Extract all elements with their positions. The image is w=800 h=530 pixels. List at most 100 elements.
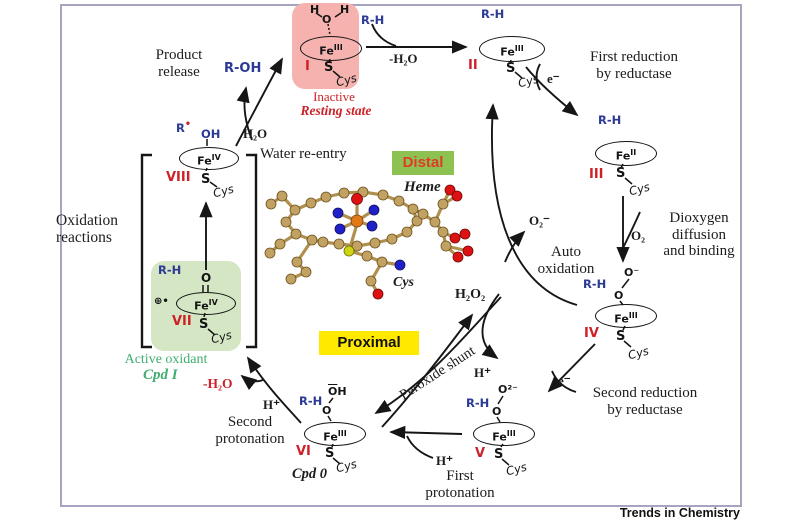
water-loss-label: -H₂O <box>389 51 418 66</box>
product-r-oh-label: R-OH <box>224 61 262 76</box>
hydroperoxo-oh: OH <box>328 385 347 398</box>
cys-residue-label: Cys <box>393 275 414 290</box>
radical-dot: • <box>184 119 191 130</box>
substrate-label: R-H <box>481 7 505 21</box>
sulfur-label: S <box>325 446 335 461</box>
porphyrin-radical-cation: ⊕• <box>154 296 169 307</box>
distal-oxygen-mid: O <box>614 289 624 302</box>
fe-symbol: Fe <box>615 149 631 163</box>
auto-line1: Auto <box>551 244 581 260</box>
substrate-label: R-H <box>299 394 323 408</box>
second-reduction-line2: by reductase <box>607 401 683 418</box>
species-numeral: VIII <box>166 170 191 185</box>
fe-ellipse: FeIII <box>300 36 362 61</box>
fe-symbol: Fe <box>500 45 515 59</box>
first-protonation-line2: protonation <box>425 484 495 501</box>
distal-oxygen-mid: O <box>322 404 332 417</box>
superoxide-label: O₂⁻ <box>529 213 550 228</box>
substrate-radical-label: R• <box>176 119 191 135</box>
fe-symbol: Fe <box>492 430 507 444</box>
dioxygen-line3: and binding <box>663 243 735 259</box>
hydroxo-ligand: OH <box>201 127 221 141</box>
dioxygen-line2: diffusion <box>672 226 726 243</box>
sulfur-label: S <box>494 447 504 462</box>
auto-line2: oxidation <box>537 260 595 277</box>
fe-symbol: Fe <box>323 430 338 444</box>
cpd-0-caption: Cpd 0 <box>292 466 328 482</box>
fe-ellipse: FeII <box>595 141 657 166</box>
species-numeral: III <box>589 167 604 182</box>
sulfur-label: S <box>324 60 334 75</box>
distal-oxygen-top: O²⁻ <box>498 383 518 396</box>
first-reduction-line2: by reductase <box>596 65 672 82</box>
sulfur-label: S <box>199 317 209 332</box>
second-reduction-line1: Second reduction <box>592 385 698 401</box>
fe-oxidation-state: III <box>337 429 347 438</box>
substrate-entry-label: R-H <box>361 13 385 27</box>
fe-symbol: Fe <box>614 312 629 326</box>
sulfur-label: S <box>616 166 626 181</box>
water-h1: H <box>310 3 320 16</box>
fe-symbol: Fe <box>194 299 209 313</box>
sulfur-label: S <box>201 172 211 187</box>
distal-oxygen-top: O⁻ <box>624 266 640 279</box>
inactive-caption: Inactive <box>313 89 355 104</box>
proton-label-middle: H⁺ <box>474 365 491 380</box>
water-o: O <box>322 13 332 26</box>
distal-oxygen-mid: O <box>492 405 502 418</box>
water-molecule-label: H₂O <box>243 126 268 141</box>
species-numeral: V <box>475 446 486 461</box>
journal-name: Trends in Chemistry <box>619 506 740 520</box>
fe-oxidation-state: III <box>506 429 516 438</box>
fe-oxidation-state: IV <box>208 298 218 307</box>
product-line2: release <box>158 63 200 80</box>
substrate-label: R-H <box>466 396 490 410</box>
proton-label-left: H⁺ <box>263 397 280 412</box>
electron-label-2: e⁻ <box>558 373 571 388</box>
species-numeral: VI <box>296 444 311 459</box>
oxo-ligand: O <box>201 271 212 285</box>
water-h2: H <box>340 3 350 16</box>
fe-oxidation-state: III <box>333 43 343 52</box>
fe-oxidation-state: III <box>628 311 638 320</box>
substrate-label: R-H <box>583 277 607 291</box>
fe-oxidation-state: II <box>630 148 637 157</box>
second-protonation-line1: Second <box>227 414 273 430</box>
fe-symbol: Fe <box>197 154 212 168</box>
fe-ellipse: FeIII <box>595 304 657 328</box>
heme-label: Heme <box>404 179 441 195</box>
active-oxidant-caption: Active oxidant <box>124 352 208 367</box>
resting-state-caption: Resting state <box>300 103 372 118</box>
oxidation-line1: Oxidation <box>56 212 118 229</box>
fe-oxidation-state: III <box>514 44 524 53</box>
proximal-tag: Proximal <box>319 331 419 355</box>
water-release-label: -H₂O <box>203 376 233 391</box>
proton-label-right: H⁺ <box>436 453 453 468</box>
product-line1: Product <box>155 47 203 63</box>
electron-label-1: e⁻ <box>547 71 560 86</box>
sulfur-label: S <box>506 61 516 76</box>
oxygen-overline: O <box>328 385 338 398</box>
substrate-label: R-H <box>598 113 622 127</box>
sulfur-label: S <box>616 329 626 344</box>
distal-tag: Distal <box>392 151 454 175</box>
cpd-i-green-caption: Cpd I <box>143 367 178 383</box>
substrate-label: R-H <box>158 263 182 277</box>
first-reduction-line1: First reduction <box>590 49 678 65</box>
r-symbol: R <box>176 120 185 135</box>
fe-ellipse: FeIII <box>479 36 545 62</box>
species-numeral: II <box>468 58 478 73</box>
dioxygen-line1: Dioxygen <box>669 210 729 226</box>
fe-ellipse: FeIV <box>179 147 239 170</box>
fe-ellipse: FeIII <box>304 422 366 446</box>
fe-oxidation-state: IV <box>211 153 221 162</box>
species-numeral: I <box>305 59 310 74</box>
first-protonation-line1: First <box>446 468 474 484</box>
